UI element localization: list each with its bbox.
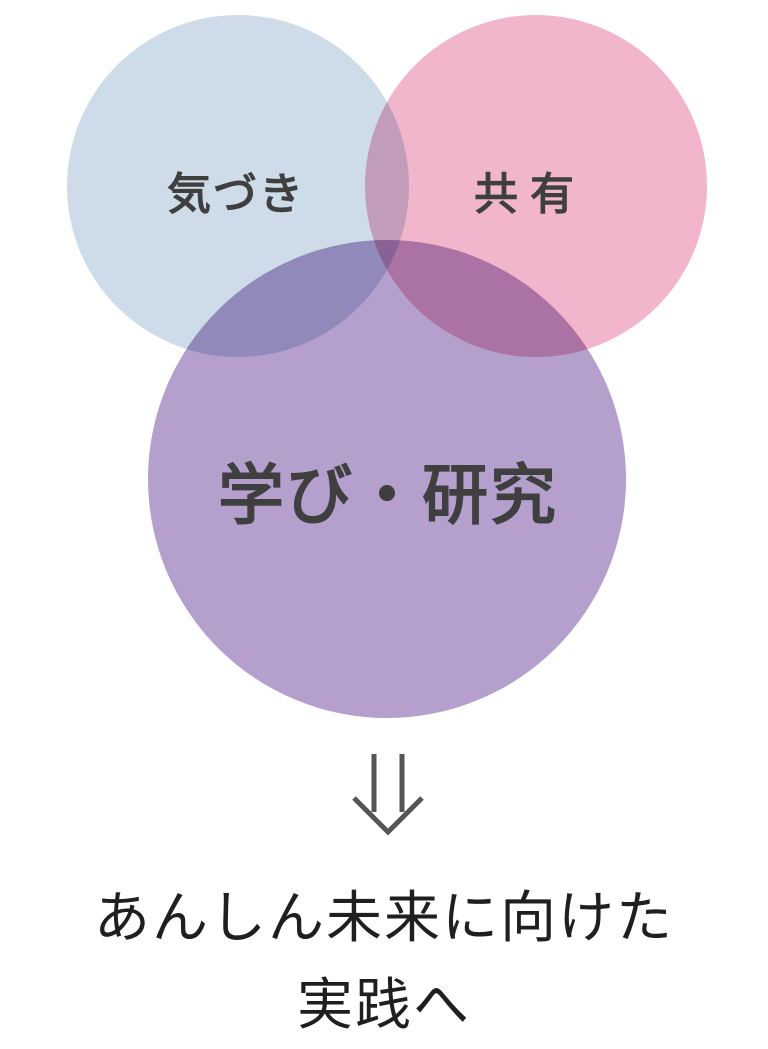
label-awareness: 気づき <box>167 169 305 220</box>
label-sharing: 共有 <box>474 169 586 220</box>
circle-learning <box>148 240 626 718</box>
conclusion-line-1: あんしん未来に向けた <box>94 886 674 951</box>
double-down-arrow-icon <box>352 754 424 836</box>
label-learning: 学び・研究 <box>218 457 558 534</box>
conclusion-line-2: 実践へ <box>297 973 471 1038</box>
